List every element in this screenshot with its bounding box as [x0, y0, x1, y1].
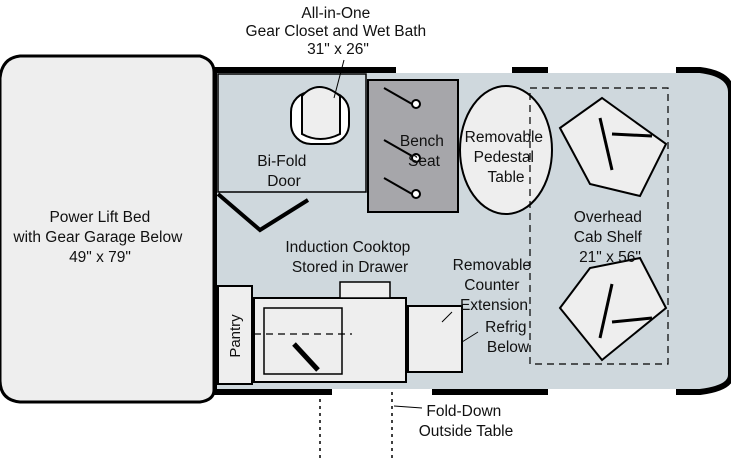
- counter-label: Removable Counter Extension: [453, 257, 536, 314]
- bath-leader: [333, 59, 345, 99]
- pantry: [217, 285, 253, 385]
- driver-seat: [558, 96, 668, 198]
- bed: [0, 54, 216, 404]
- refrig-label: Refrig Below: [485, 319, 531, 356]
- bed-label: Power Lift Bed with Gear Garage Below 49…: [12, 209, 186, 266]
- outside-table-outline: [319, 392, 393, 462]
- windows: [332, 67, 676, 395]
- bath-label: All-in-One Gear Closet and Wet Bath 31" …: [246, 5, 431, 58]
- counter-leader: [441, 311, 453, 323]
- bi-fold-door: [216, 192, 310, 233]
- counter-extension: [407, 305, 463, 373]
- cab-shelf-label: Overhead Cab Shelf 21" x 56": [574, 209, 646, 266]
- outside-table-label: Fold-Down Outside Table: [419, 403, 514, 440]
- sink: [263, 307, 343, 375]
- outside-table-leader: [393, 405, 423, 409]
- cooktop-label: Induction Cooktop Stored in Drawer: [285, 239, 414, 276]
- bi-fold-label: Bi-Fold Door: [257, 153, 310, 190]
- pantry-label: Pantry: [227, 314, 244, 358]
- faucet-icon: [292, 342, 320, 372]
- passenger-seat: [558, 256, 668, 362]
- bench-label: Bench Seat: [400, 133, 448, 170]
- seatbelt-icons: [383, 87, 421, 199]
- cab-shelf-outline: [529, 87, 669, 365]
- refrig-leader: [461, 331, 479, 343]
- cooktop-drawer: [339, 281, 391, 299]
- pedestal-table: [459, 85, 553, 215]
- table-label: Removable Pedestal Table: [465, 129, 548, 186]
- toilet-icon: [290, 86, 350, 145]
